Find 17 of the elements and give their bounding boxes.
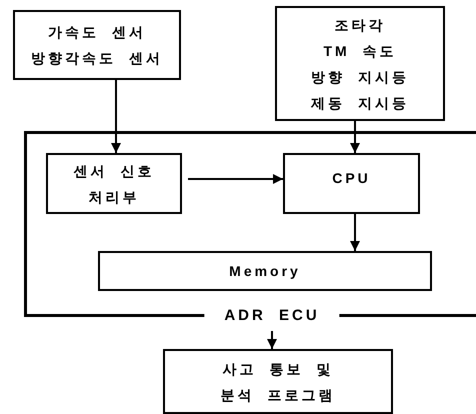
block-label: 가속도 센서 방향각속도 센서 xyxy=(31,23,163,68)
arrow xyxy=(188,174,283,184)
arrow xyxy=(350,121,360,153)
block-box xyxy=(46,153,182,214)
arrow xyxy=(267,331,277,349)
block-label: 조타각 TM 속도 방향 지시등 제동 지시등 xyxy=(311,16,409,112)
block-label: CPU xyxy=(332,169,371,188)
block-label: 사고 통보 및 분석 프로그램 xyxy=(220,360,336,404)
block-box xyxy=(98,251,432,291)
block-box xyxy=(275,6,445,121)
block-box xyxy=(283,153,420,214)
block-box xyxy=(13,10,181,80)
block-box xyxy=(163,349,393,414)
arrow xyxy=(111,80,121,153)
block-label: 센서 신호 처리부 xyxy=(74,162,154,206)
block-label: Memory xyxy=(229,262,301,281)
arrow xyxy=(350,214,360,251)
